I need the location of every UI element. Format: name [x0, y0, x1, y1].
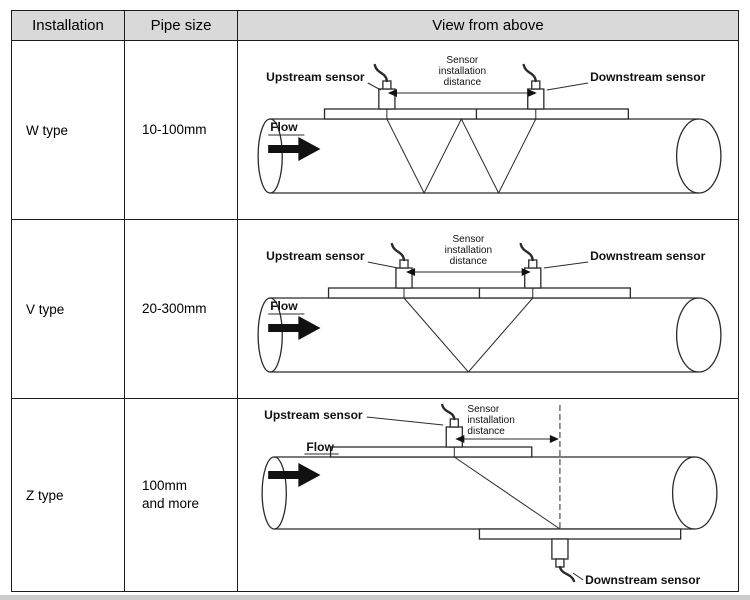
mounting-rail-top — [329, 446, 533, 458]
installation-table: Installation Pipe size View from above W… — [11, 10, 739, 592]
diagram-cell-v: Upstream sensor Downstream sensor Sensor… — [237, 219, 739, 399]
downstream-sensor — [551, 538, 576, 583]
table-row-v-type: V type 20-300mm — [11, 219, 739, 399]
distance-label-line2: installation — [445, 245, 492, 256]
flow-arrow — [268, 316, 321, 340]
distance-label-line3: distance — [467, 426, 505, 437]
mounting-rail-bottom — [478, 528, 682, 540]
upstream-sensor-label: Upstream sensor — [264, 408, 363, 422]
z-type-diagram: Upstream sensor Downstream sensor Sensor… — [261, 403, 718, 587]
leader-lines — [268, 82, 589, 136]
distance-arrow — [387, 89, 537, 97]
header-view-from-above: View from above — [237, 10, 739, 41]
mounting-rail — [323, 108, 629, 120]
header-row: Installation Pipe size View from above — [11, 10, 739, 41]
header-installation: Installation — [11, 10, 125, 41]
diagram-cell-z: Upstream sensor Downstream sensor Sensor… — [237, 398, 739, 592]
pipe — [257, 297, 722, 373]
w-type-diagram: Upstream sensor Downstream sensor Sensor… — [257, 55, 722, 195]
table-row-z-type: Z type 100mm and more — [11, 398, 739, 592]
flow-arrow — [268, 463, 321, 487]
distance-arrow — [455, 435, 559, 443]
pipe-size-cell-v: 20-300mm — [124, 219, 238, 399]
distance-label-line2: installation — [439, 66, 486, 77]
downstream-sensor-label: Downstream sensor — [590, 70, 706, 84]
bottom-divider — [0, 595, 750, 600]
upstream-sensor-label: Upstream sensor — [266, 249, 365, 263]
pipe — [257, 118, 722, 194]
distance-label-line1: Sensor — [446, 55, 478, 66]
distance-label-line3: distance — [444, 77, 482, 88]
w-beam-path — [386, 117, 537, 195]
leader-lines — [304, 416, 584, 581]
pipe-size-cell-w: 10-100mm — [124, 40, 238, 220]
z-beam-path — [454, 456, 561, 530]
v-beam-path — [403, 297, 534, 373]
diagram-cell-w: Upstream sensor Downstream sensor Sensor… — [237, 40, 739, 220]
distance-label-line1: Sensor — [452, 234, 484, 245]
downstream-sensor — [519, 242, 542, 298]
flow-label: Flow — [270, 120, 298, 134]
table-row-w-type: W type 10-100mm — [11, 40, 739, 220]
flow-label: Flow — [306, 440, 334, 454]
distance-label-line1: Sensor — [467, 404, 499, 415]
installation-cell-z: Z type — [11, 398, 125, 592]
installation-cell-v: V type — [11, 219, 125, 399]
header-pipe-size: Pipe size — [124, 10, 238, 41]
upstream-sensor-label: Upstream sensor — [266, 70, 365, 84]
v-type-diagram: Upstream sensor Downstream sensor Sensor… — [257, 234, 722, 373]
installation-cell-w: W type — [11, 40, 125, 220]
leader-lines — [268, 261, 589, 315]
flow-label: Flow — [270, 299, 298, 313]
distance-label-line2: installation — [467, 415, 514, 426]
downstream-sensor-label: Downstream sensor — [590, 249, 706, 263]
pipe-size-cell-z: 100mm and more — [124, 398, 238, 592]
distance-arrow — [406, 268, 531, 276]
upstream-sensor — [390, 242, 413, 298]
downstream-sensor-label: Downstream sensor — [585, 573, 701, 587]
pipe — [261, 456, 718, 530]
mounting-rail — [327, 287, 632, 299]
distance-label-line3: distance — [450, 256, 488, 267]
flow-arrow — [268, 137, 321, 161]
